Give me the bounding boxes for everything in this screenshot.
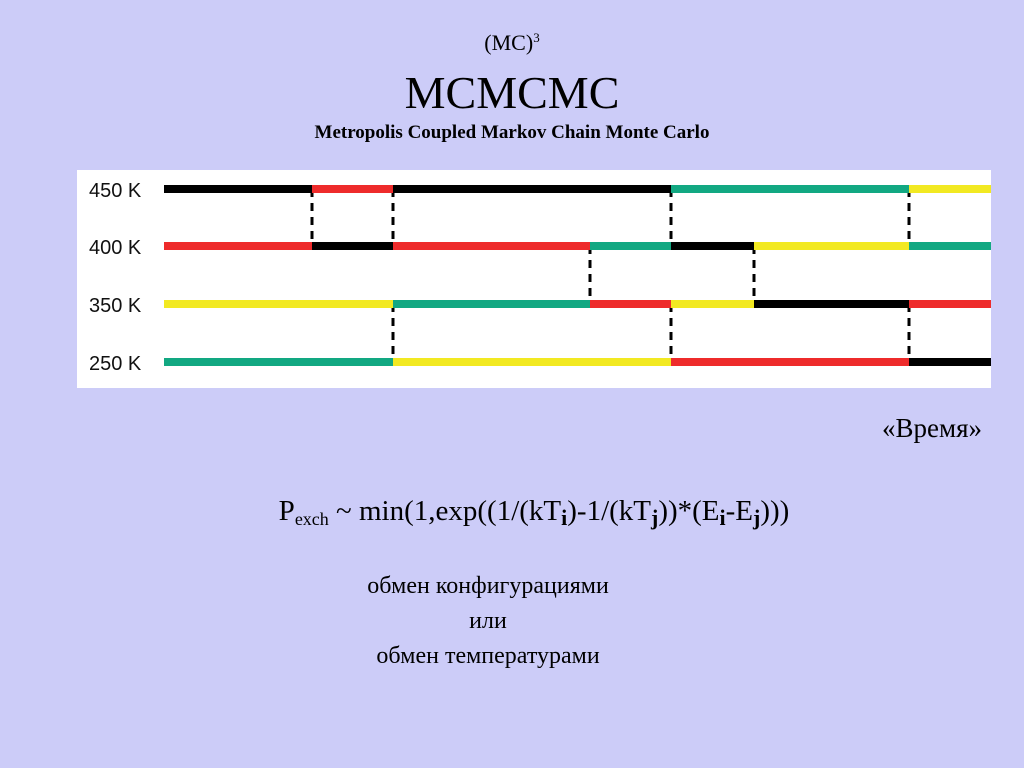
replica-exchange-svg: 450 K 400 K 350 K 250 K	[89, 180, 991, 375]
formula-sub-j-2: j	[753, 505, 761, 530]
note-line-2: или	[469, 608, 507, 634]
formula-sub-i-1: i	[561, 505, 568, 530]
formula-part-1: ~ min(1,exp((1/(kT	[328, 495, 562, 527]
chain-segment-350k-green	[393, 300, 591, 308]
replica-exchange-diagram: 450 K 400 K 350 K 250 K	[77, 170, 991, 388]
chain-segment-250k-red	[754, 358, 910, 366]
formula-p: P	[278, 495, 295, 527]
temperature-label-250k: 250 K	[89, 353, 142, 375]
formula-sub-i-2: i	[719, 505, 726, 530]
chain-segment-450k-yellow	[909, 185, 991, 193]
chain-segment-400k-red	[393, 242, 591, 250]
chain-segment-400k-black	[312, 242, 394, 250]
chain-segment-450k-black	[393, 185, 591, 193]
chain-segment-450k-green	[754, 185, 910, 193]
page-title: MCMCMC	[404, 67, 620, 118]
chain-segment-400k-red	[164, 242, 313, 250]
formula-p-subscript: exch	[294, 509, 329, 529]
chain-segment-350k-yellow	[312, 300, 394, 308]
temperature-label-350k: 350 K	[89, 295, 142, 317]
page-subtitle: Metropolis Coupled Markov Chain Monte Ca…	[314, 122, 710, 143]
formula-part-2: )-1/(kT	[567, 495, 651, 527]
time-axis-label: «Время»	[882, 413, 982, 443]
chain-segment-250k-green	[164, 358, 313, 366]
temperature-label-450k: 450 K	[89, 180, 142, 202]
exchange-probability-formula: Pexch ~ min(1,exp((1/(kTi)-1/(kTj))*(Ei-…	[0, 495, 1024, 531]
formula-part-3: ))*(E	[658, 495, 720, 527]
mc-exponent: 3	[533, 30, 540, 45]
chain-segment-250k-green	[312, 358, 394, 366]
chain-segment-450k-red	[312, 185, 394, 193]
chain-segment-400k-yellow	[754, 242, 910, 250]
formula-part-4: -E	[725, 495, 754, 527]
chain-segment-350k-yellow	[671, 300, 755, 308]
chain-segment-400k-green	[909, 242, 991, 250]
chain-segment-400k-green	[590, 242, 672, 250]
chain-segment-350k-red	[909, 300, 991, 308]
chain-segment-250k-yellow	[590, 358, 672, 366]
chain-segment-450k-black	[590, 185, 672, 193]
chain-segment-350k-red	[590, 300, 672, 308]
note-line-1: обмен конфигурациями	[367, 573, 609, 599]
chain-segment-400k-black	[671, 242, 755, 250]
chain-segment-250k-red	[671, 358, 755, 366]
formula-sub-j-1: j	[651, 505, 659, 530]
mc-cubed-heading: (MC)3	[0, 30, 1024, 56]
chain-segment-250k-black	[909, 358, 991, 366]
chain-segment-450k-green	[671, 185, 755, 193]
chain-segment-350k-yellow	[164, 300, 313, 308]
temperature-label-400k: 400 K	[89, 237, 142, 259]
chain-segment-450k-black	[164, 185, 313, 193]
formula-part-5: )))	[760, 495, 790, 527]
note-line-3: обмен температурами	[376, 643, 600, 669]
mc-base: (MC)	[484, 30, 534, 55]
chain-segment-250k-yellow	[393, 358, 591, 366]
chain-segment-350k-black	[754, 300, 910, 308]
